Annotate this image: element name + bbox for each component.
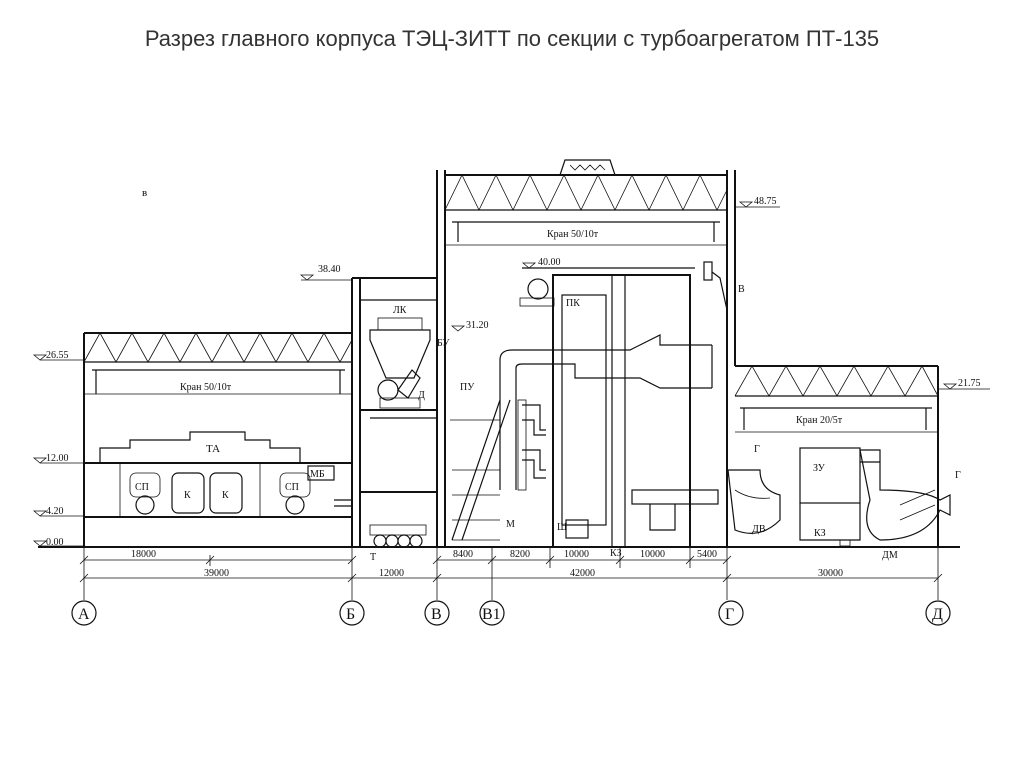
label-lk: ЛК xyxy=(393,305,407,316)
dimension-lines xyxy=(79,547,943,600)
deaerator-bay xyxy=(351,170,446,548)
label-m: М xyxy=(506,519,515,530)
label-kz2: КЗ xyxy=(814,528,826,539)
crane-boiler-hall: Кран 50/10т xyxy=(547,229,599,240)
elevation-4-20: 4.20 xyxy=(46,506,64,517)
label-k-left: К xyxy=(184,490,191,501)
label-bu: БУ xyxy=(437,338,450,349)
axis-d: Д xyxy=(932,606,943,623)
label-kz: КЗ xyxy=(610,548,622,559)
elevation-12-00: 12.00 xyxy=(46,453,69,464)
dimension-5400: 5400 xyxy=(697,549,717,560)
elevation-38-40: 38.40 xyxy=(318,264,341,275)
label-sh: Ш xyxy=(557,522,567,533)
label-dv: ДВ xyxy=(752,524,766,535)
label-pu: ПУ xyxy=(460,382,475,393)
crane-turbine-hall: Кран 50/10т xyxy=(180,382,232,393)
axis-v1: В1 xyxy=(482,606,501,623)
dimension-39000: 39000 xyxy=(204,568,229,579)
label-sp-left: СП xyxy=(135,482,149,493)
crane-side-bay: Кран 20/5т xyxy=(796,415,843,426)
label-v: В xyxy=(738,284,745,295)
dimension-42000: 42000 xyxy=(570,568,595,579)
label-dm: ДМ xyxy=(882,550,898,561)
axis-b: Б xyxy=(346,606,355,623)
boiler-hall xyxy=(444,159,736,548)
elevation-48-75: 48.75 xyxy=(754,196,777,207)
label-pk: ПК xyxy=(566,298,580,309)
axis-g: Г xyxy=(725,606,734,623)
label-sp-right: СП xyxy=(285,482,299,493)
axis-a: А xyxy=(78,606,90,623)
label-zu: ЗУ xyxy=(813,463,826,474)
label-k-right: К xyxy=(222,490,229,501)
label-g-right: Г xyxy=(955,470,961,481)
label-d: Д xyxy=(418,390,425,401)
elevation-40-00: 40.00 xyxy=(538,257,561,268)
label-mb: МБ xyxy=(310,469,325,480)
dimension-8400: 8400 xyxy=(453,549,473,560)
label-ta: ТА xyxy=(206,443,220,455)
label-t: Т xyxy=(370,552,376,563)
turbine-hall xyxy=(83,332,353,547)
dimension-10000-a: 10000 xyxy=(564,549,589,560)
elevation-21-75: 21.75 xyxy=(958,378,981,389)
dimension-18000: 18000 xyxy=(131,549,156,560)
dimension-30000: 30000 xyxy=(818,568,843,579)
elevation-0-00: 0.00 xyxy=(46,537,64,548)
axis-v: В xyxy=(431,606,442,623)
label-g-left: Г xyxy=(754,444,760,455)
elevation-markers xyxy=(32,201,990,547)
slide-title: Разрез главного корпуса ТЭЦ-ЗИТТ по секц… xyxy=(144,26,880,51)
corner-label: в xyxy=(142,187,147,199)
axis-bubbles xyxy=(71,600,951,626)
elevation-26-55: 26.55 xyxy=(46,350,69,361)
elevation-31-20: 31.20 xyxy=(466,320,489,331)
dimension-8200: 8200 xyxy=(510,549,530,560)
dimension-10000-b: 10000 xyxy=(640,549,665,560)
side-bay xyxy=(727,365,951,547)
dimension-12000: 12000 xyxy=(379,568,404,579)
